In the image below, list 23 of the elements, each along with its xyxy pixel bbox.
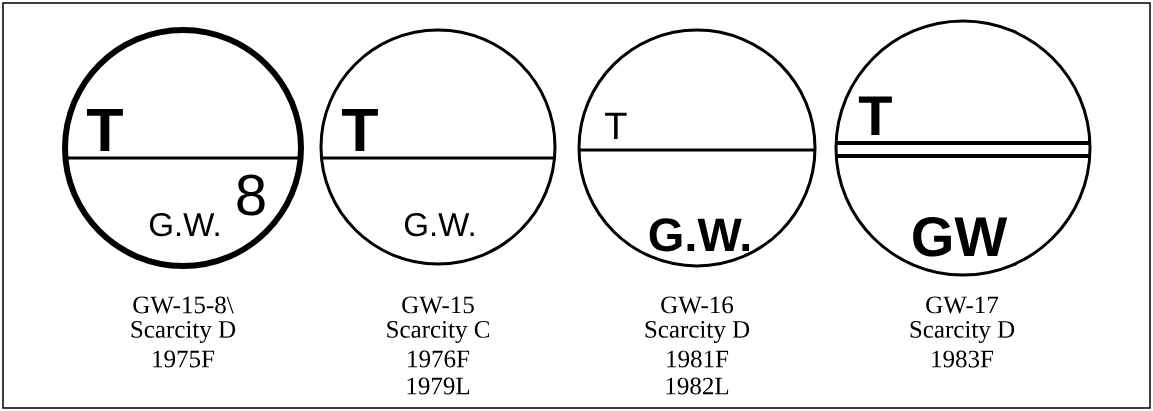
node-label: Scarcity D bbox=[645, 321, 750, 343]
node-label: GW-16 bbox=[661, 296, 734, 314]
node-label: Scarcity D bbox=[131, 321, 236, 343]
node-label: Scarcity D bbox=[910, 321, 1015, 343]
node-label: 1975F bbox=[153, 350, 215, 368]
marking-letter: G.W. bbox=[405, 212, 474, 237]
marking-letter: GW bbox=[913, 216, 1008, 257]
marking-letter: T bbox=[858, 96, 892, 135]
node-label: 1981F bbox=[667, 350, 729, 368]
node-label: 1982L bbox=[666, 377, 729, 395]
marking-letter: T bbox=[605, 112, 627, 139]
marking-letter: 8 bbox=[237, 174, 265, 216]
marking-letter: T bbox=[86, 109, 123, 151]
node-label: GW-15-8\ bbox=[133, 296, 234, 314]
marking-letter: G.W. bbox=[649, 218, 750, 252]
node-label: 1976F bbox=[408, 350, 470, 368]
marking-letter: G.W. bbox=[150, 212, 219, 237]
marking-letter: T bbox=[341, 109, 378, 151]
node-label: Scarcity C bbox=[387, 321, 490, 343]
node-label: GW-15 bbox=[402, 296, 474, 314]
node-label: GW-17 bbox=[926, 296, 999, 314]
node-label: 1983F bbox=[932, 350, 994, 368]
node-label: 1979L bbox=[407, 377, 470, 395]
